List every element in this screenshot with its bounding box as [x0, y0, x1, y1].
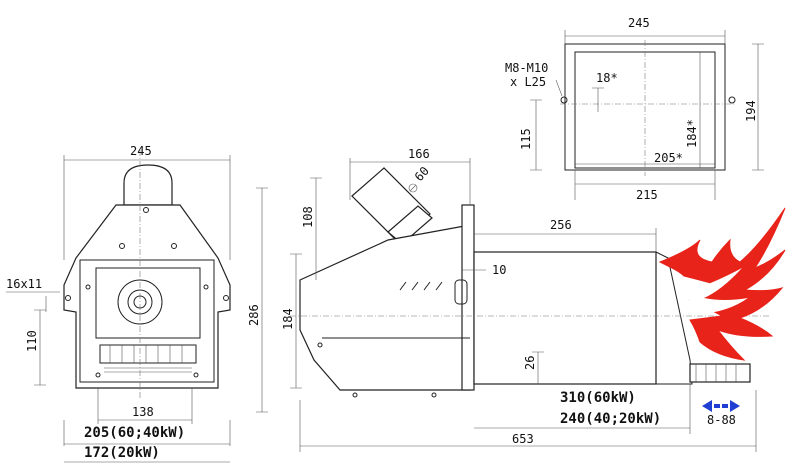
side-view: 108 166 60 256 10 26 310(60kW) 240(40;20…: [290, 147, 786, 452]
adjust-arrow-icon: [702, 400, 740, 412]
dim-tube-diameter: 60: [412, 164, 432, 184]
dim-side-256: 256: [550, 218, 572, 232]
bolt-spec-line2: x L25: [510, 75, 546, 89]
flange-view: 245 M8-M10 x L25 18* 194 115 184* 205* 2…: [505, 16, 764, 202]
dim-front-205: 205(60;40kW): [84, 425, 185, 441]
dim-side-310: 310(60kW): [560, 390, 636, 406]
bolt-spec-line1: M8-M10: [505, 61, 548, 75]
dim-front-172: 172(20kW): [84, 445, 160, 461]
dim-front-height-total: 286: [247, 304, 261, 326]
dim-flange-245: 245: [628, 16, 650, 30]
dim-flange-184: 184*: [685, 119, 699, 148]
dim-flange-215: 215: [636, 188, 658, 202]
dim-flange-194: 194: [744, 100, 758, 122]
dim-front-110: 110: [25, 330, 39, 352]
dim-side-653: 653: [512, 432, 534, 446]
front-view: 245 286 184 16x11 110 138 205(60;40kW) 1…: [6, 144, 302, 463]
dim-side-26: 26: [523, 356, 537, 370]
dim-front-height-body: 184: [281, 308, 295, 330]
dim-front-width: 245: [130, 144, 152, 158]
dim-slot: 16x11: [6, 277, 42, 291]
dim-adjust-range: 8-88: [707, 413, 736, 427]
dim-flange-18: 18*: [596, 71, 618, 85]
dim-side-240: 240(40;20kW): [560, 411, 661, 427]
dim-side-166: 166: [408, 147, 430, 161]
dim-side-10: 10: [492, 263, 506, 277]
dim-front-138: 138: [132, 405, 154, 419]
dim-side-108: 108: [301, 206, 315, 228]
dim-flange-115: 115: [519, 128, 533, 150]
dim-flange-205: 205*: [654, 151, 683, 165]
